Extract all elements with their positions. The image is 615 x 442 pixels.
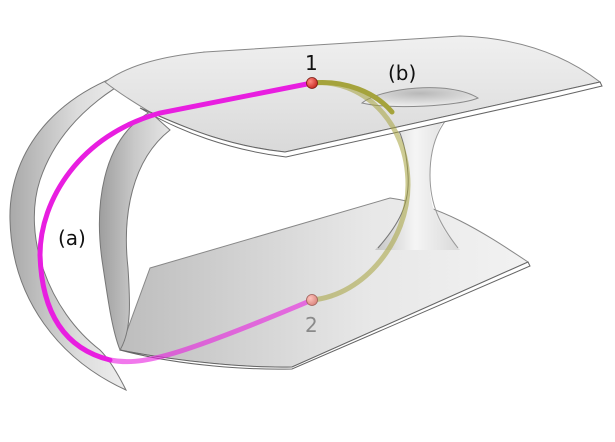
point-1 <box>306 77 318 89</box>
point-1-label: 1 <box>305 51 318 75</box>
outer-wall <box>9 51 206 392</box>
path-b <box>309 80 395 115</box>
catenoid-neck <box>370 96 470 250</box>
path-a-label: (a) <box>58 226 86 250</box>
path-a-lower <box>107 297 315 365</box>
path-b-label: (b) <box>388 61 416 85</box>
path-a <box>37 80 315 363</box>
path-b-hidden <box>309 80 411 303</box>
top-hole <box>360 87 480 108</box>
point-2-label: 2 <box>305 313 318 337</box>
bottom-sheet <box>119 197 530 368</box>
inner-curl <box>98 111 171 352</box>
point-2 <box>306 294 318 306</box>
top-sheet <box>104 35 602 153</box>
